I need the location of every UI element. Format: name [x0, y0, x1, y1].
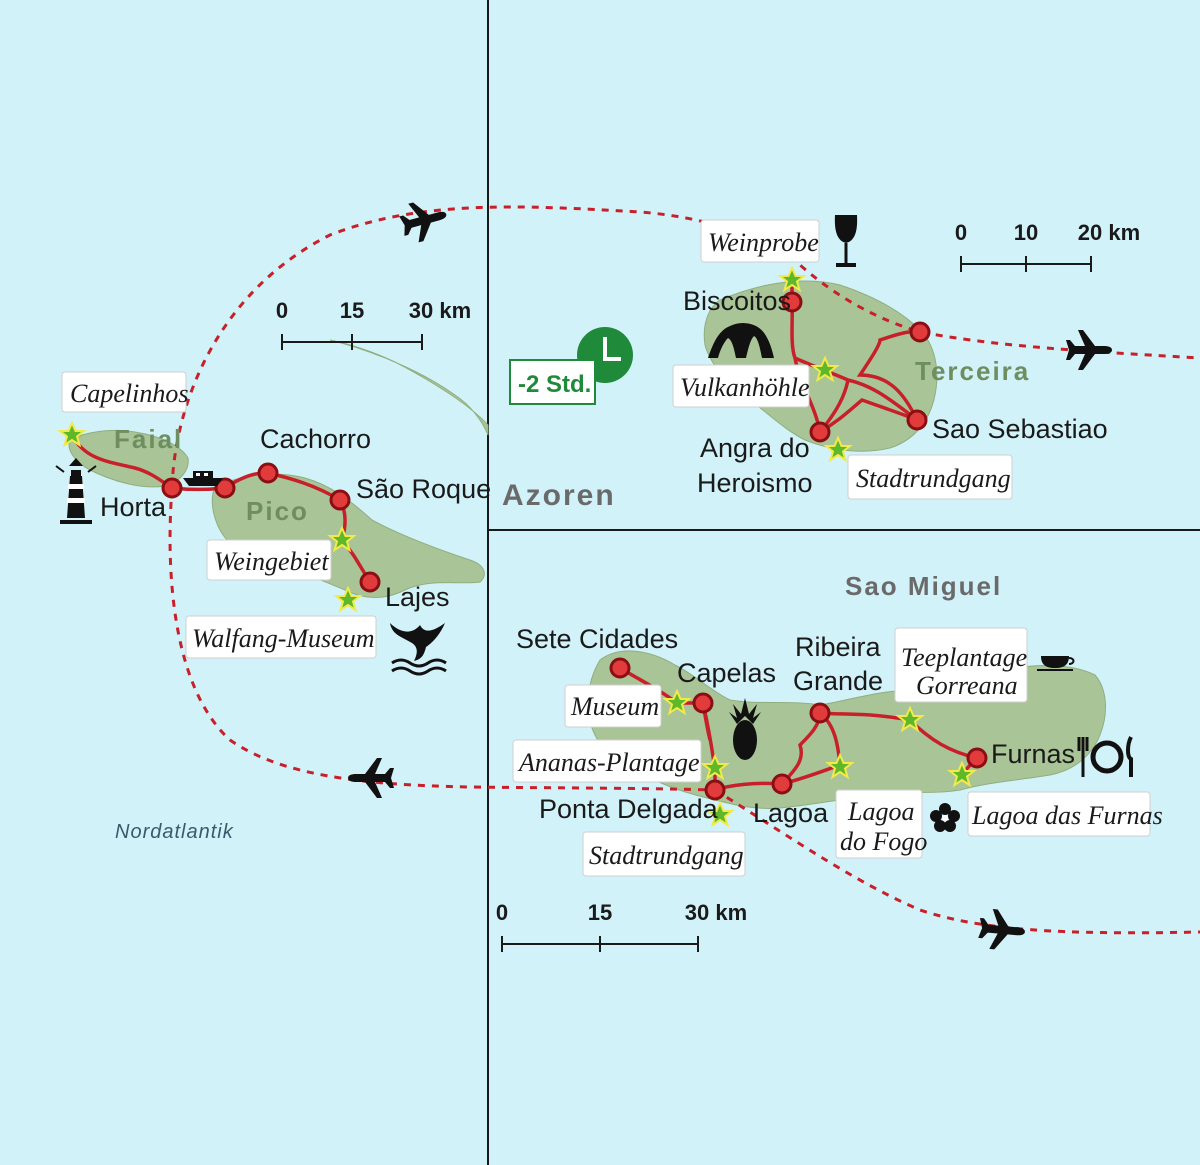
place-label-cachorro: Cachorro: [260, 424, 371, 454]
place-label-biscoitos: Biscoitos: [683, 286, 791, 316]
sight-label-teeplantage: Teeplantage: [901, 643, 1027, 672]
whale-tail-icon: [390, 623, 447, 676]
sight-label-walfang-museum: Walfang-Museum: [192, 624, 374, 653]
scale-tick: 30 km: [409, 298, 471, 323]
sight-label-lagoa-do-fogo-2: do Fogo: [840, 827, 927, 856]
stop-marker-icon: [609, 657, 631, 679]
place-label-furnas: Furnas: [991, 739, 1075, 769]
sight-label-vulkanhoehle: Vulkanhöhle: [680, 373, 809, 402]
place-label-sao-sebastiao: Sao Sebastiao: [932, 414, 1108, 444]
stop-marker-icon: [909, 321, 931, 343]
sight-label-ananas-plantage: Ananas-Plantage: [517, 748, 700, 777]
scale-tick: 0: [496, 900, 508, 925]
sight-label-weingebiet: Weingebiet: [214, 547, 329, 576]
time-difference-badge: -2 Std.: [518, 371, 591, 398]
island-label-terceira: Terceira: [915, 356, 1030, 386]
lighthouse-icon: [55, 458, 97, 524]
flight-route-faial-terceira: [170, 205, 1200, 489]
scale-bar-sao-miguel: 0 15 30 km: [496, 900, 747, 952]
hibiscus-icon: [930, 803, 960, 832]
place-label-angra-1: Angra do: [700, 433, 810, 463]
sight-label-stadtrundgang-sao-miguel: Stadtrundgang: [589, 841, 744, 870]
place-label-grande: Grande: [793, 666, 883, 696]
sea-label: Nordatlantik: [115, 821, 234, 843]
sight-label-gorreana: Gorreana: [916, 671, 1018, 700]
scale-tick: 10: [1014, 220, 1038, 245]
sight-label-stadtrundgang-terceira: Stadtrundgang: [856, 464, 1011, 493]
sight-label-capelinhos: Capelinhos: [70, 379, 188, 408]
scale-bar-faial: 0 15 30 km: [276, 298, 471, 350]
stop-marker-icon: [692, 692, 714, 714]
stop-marker-icon: [809, 421, 831, 443]
scale-bar-terceira: 0 10 20 km: [955, 220, 1140, 272]
airplane-icon: [977, 907, 1027, 952]
stop-marker-icon: [809, 702, 831, 724]
stop-marker-icon: [329, 489, 351, 511]
stop-marker-icon: [771, 773, 793, 795]
place-label-angra-2: Heroismo: [697, 468, 813, 498]
island-faial: [68, 429, 189, 488]
stop-marker-icon: [966, 747, 988, 769]
tea-cup-icon: [1037, 656, 1075, 671]
sight-label-lagoa-das-furnas: Lagoa das Furnas: [971, 801, 1163, 830]
cave-icon: [708, 323, 774, 358]
wine-glass-icon: [834, 215, 858, 267]
place-label-sete-cidades: Sete Cidades: [516, 624, 678, 654]
pineapple-icon: [729, 698, 761, 760]
stop-marker-icon: [257, 462, 279, 484]
ferry-icon: [183, 471, 223, 486]
place-label-sao-roque: São Roque: [356, 474, 491, 504]
scale-tick: 15: [588, 900, 612, 925]
island-label-faial: Faial: [114, 424, 183, 454]
airplane-icon: [396, 194, 452, 246]
archipelago-label: Azoren: [502, 479, 616, 512]
place-label-capelas: Capelas: [677, 658, 776, 688]
place-label-ribeira: Ribeira: [795, 632, 882, 662]
sight-label-museum: Museum: [570, 692, 659, 721]
airplane-icon: [1066, 330, 1112, 370]
stop-marker-icon: [906, 409, 928, 431]
flight-route-saomiguel-out: [714, 788, 1200, 935]
scale-tick: 0: [276, 298, 288, 323]
scale-tick: 0: [955, 220, 967, 245]
place-label-lajes: Lajes: [385, 582, 450, 612]
scale-tick: 30 km: [685, 900, 747, 925]
island-label-sao-miguel: Sao Miguel: [845, 571, 1002, 601]
scale-tick: 15: [340, 298, 364, 323]
place-label-lagoa: Lagoa: [753, 798, 829, 828]
place-label-horta: Horta: [100, 492, 167, 522]
island-sao-jorge-fragment: [329, 339, 489, 436]
place-label-ponta-delgada: Ponta Delgada: [539, 794, 719, 824]
cutlery-icon: [1077, 736, 1133, 777]
stop-marker-icon: [359, 571, 381, 593]
sight-label-weinprobe: Weinprobe: [708, 228, 819, 257]
airplane-icon: [348, 758, 394, 798]
sight-label-lagoa-do-fogo-1: Lagoa: [847, 797, 914, 826]
island-label-pico: Pico: [246, 496, 309, 526]
scale-tick: 20 km: [1078, 220, 1140, 245]
